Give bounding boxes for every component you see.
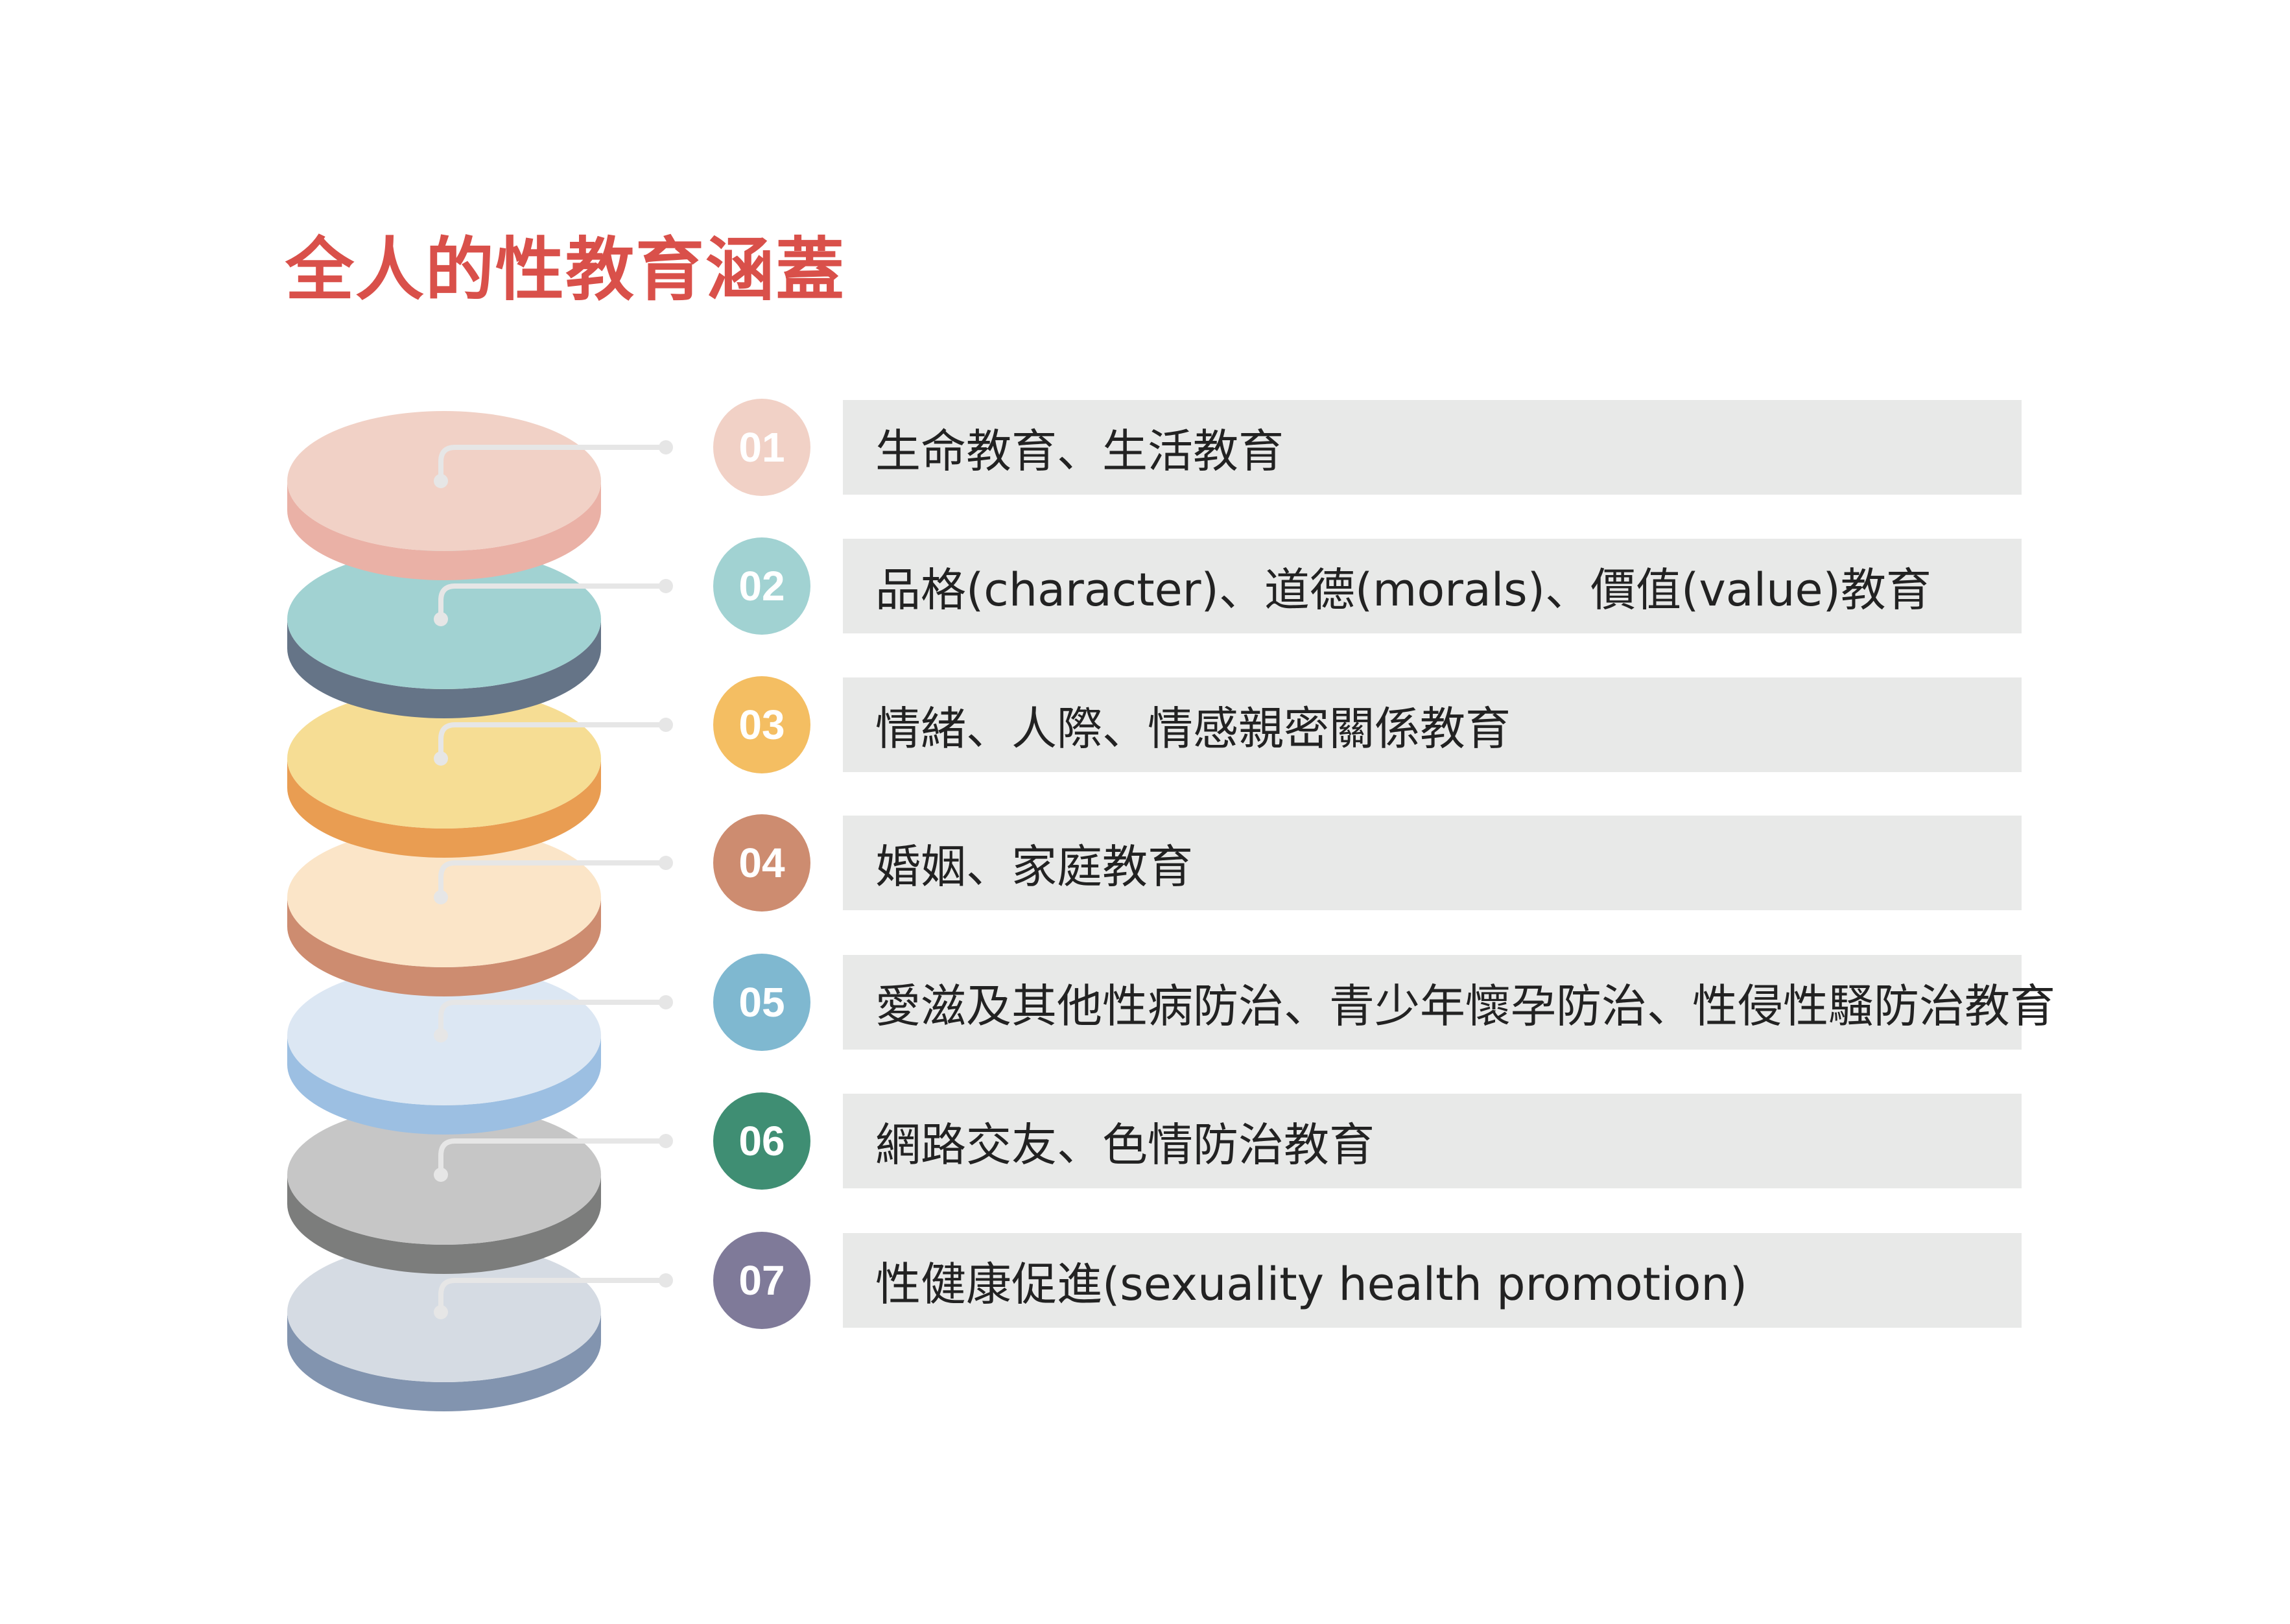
disc-side: [287, 759, 601, 858]
number-badge-04: 04: [713, 814, 810, 912]
connector-dot: [659, 1273, 673, 1288]
connector-line: [438, 1278, 665, 1312]
connector-dot: [434, 1028, 448, 1042]
item-label: 生命教育、生活教育: [875, 424, 1284, 478]
number-badge-02: 02: [713, 537, 810, 635]
connector-line: [438, 1000, 665, 1035]
item-label: 情緒、人際、情感親密關係教育: [875, 701, 1511, 755]
item-label: 性健康促進(sexuality health promotion): [875, 1257, 1748, 1311]
item-box-06: 網路交友、色情防治教育: [843, 1094, 2022, 1188]
number-badge-07: 07: [713, 1232, 810, 1329]
connector-dot: [434, 1168, 448, 1182]
connector-dot: [434, 612, 448, 626]
number-badge-06: 06: [713, 1092, 810, 1190]
disc-side: [287, 619, 601, 718]
connector-dot: [659, 718, 673, 732]
item-box-07: 性健康促進(sexuality health promotion): [843, 1233, 2022, 1328]
connector-04: [434, 856, 673, 904]
connector-dot: [659, 856, 673, 870]
connector-05: [434, 995, 673, 1042]
connector-dot: [659, 1134, 673, 1148]
connector-line: [438, 583, 665, 619]
disc-side: [287, 1312, 601, 1411]
layer-disc-01: [287, 411, 601, 580]
connector-dot: [659, 579, 673, 593]
connector-01: [434, 440, 673, 488]
disc-side: [287, 1175, 601, 1274]
item-box-04: 婚姻、家庭教育: [843, 816, 2022, 910]
connector-dot: [659, 995, 673, 1009]
item-label: 網路交友、色情防治教育: [875, 1118, 1375, 1171]
item-label: 愛滋及其他性病防治、青少年懷孕防治、性侵性騷防治教育: [875, 979, 2055, 1033]
connector-dot: [659, 440, 673, 454]
item-box-03: 情緒、人際、情感親密關係教育: [843, 677, 2022, 772]
connector-dot: [434, 474, 448, 488]
disc-side: [287, 1035, 601, 1135]
connector-03: [434, 718, 673, 766]
connector-line: [438, 1138, 665, 1175]
disc-side: [287, 481, 601, 580]
connector-06: [434, 1134, 673, 1182]
number-badge-03: 03: [713, 676, 810, 773]
item-box-02: 品格(character)、道德(morals)、價值(value)教育: [843, 539, 2022, 633]
page-title: 全人的性教育涵蓋: [285, 230, 845, 310]
connector-02: [434, 579, 673, 626]
number-badge-05: 05: [713, 954, 810, 1051]
connector-dot: [434, 890, 448, 904]
connector-dot: [434, 751, 448, 766]
connector-dot: [434, 1305, 448, 1319]
disc-side: [287, 897, 601, 996]
item-box-01: 生命教育、生活教育: [843, 400, 2022, 495]
item-label: 婚姻、家庭教育: [875, 840, 1193, 893]
item-box-05: 愛滋及其他性病防治、青少年懷孕防治、性侵性騷防治教育: [843, 955, 2055, 1050]
item-label: 品格(character)、道德(morals)、價值(value)教育: [875, 563, 1931, 617]
connector-line: [438, 722, 665, 759]
number-badge-01: 01: [713, 399, 810, 496]
connector-line: [438, 445, 665, 481]
connector-07: [434, 1273, 673, 1319]
connector-line: [438, 860, 665, 897]
